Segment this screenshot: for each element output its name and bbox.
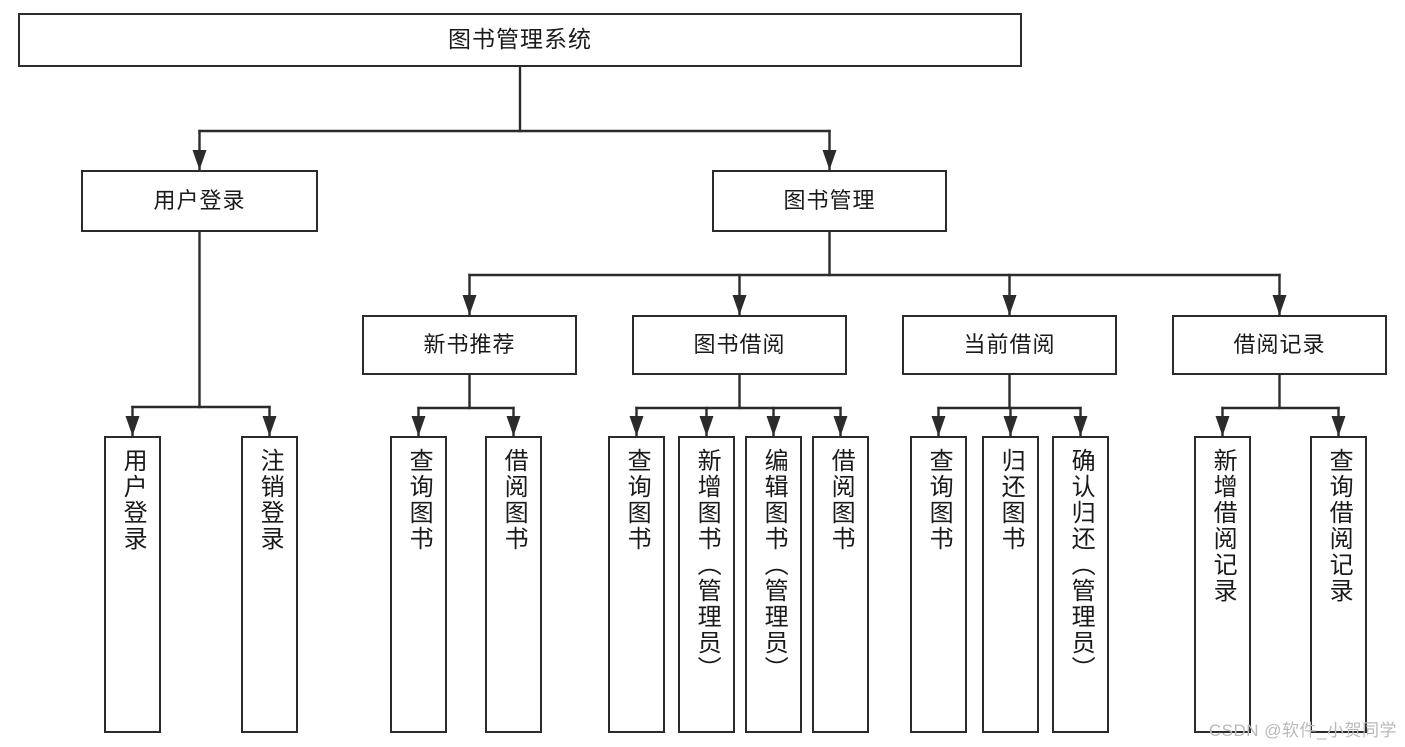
node-newbooks[interactable]: 新书推荐 [362,315,577,375]
node-label-leaf-nb-query: 查询图书 [405,448,433,552]
node-root[interactable]: 图书管理系统 [18,13,1022,67]
node-label-root: 图书管理系统 [448,26,592,53]
node-leaf-bl-add[interactable]: 新增借阅记录 [1194,436,1251,733]
node-label-borrowlog: 借阅记录 [1233,331,1326,357]
node-leaf-user-login[interactable]: 用户登录 [104,436,161,733]
node-label-leaf-bb-add: 新增图书（管理员） [693,448,721,682]
arrowhead-leaf-nb-borrow-icon [506,416,521,436]
arrowhead-leaf-user-login-icon [125,416,140,436]
node-leaf-cb-query[interactable]: 查询图书 [910,436,967,733]
node-currborrow[interactable]: 当前借阅 [902,315,1117,375]
arrowhead-leaf-bb-query-icon [629,416,644,436]
node-leaf-bl-query[interactable]: 查询借阅记录 [1310,436,1367,733]
arrowhead-newbooks-icon [462,295,477,315]
node-label-leaf-bb-edit: 编辑图书（管理员） [760,448,788,682]
node-login[interactable]: 用户登录 [81,170,318,232]
arrowhead-borrowbook-icon [732,295,747,315]
node-label-borrowbook: 图书借阅 [693,331,786,357]
arrowhead-leaf-cb-return-icon [1003,416,1018,436]
arrowhead-leaf-bb-add-icon [699,416,714,436]
node-label-leaf-bl-add: 新增借阅记录 [1209,448,1237,604]
node-leaf-bb-borrow[interactable]: 借阅图书 [812,436,869,733]
arrowhead-leaf-cb-query-icon [931,416,946,436]
arrowhead-leaf-bb-borrow-icon [833,416,848,436]
node-label-leaf-user-login: 用户登录 [119,448,147,552]
node-label-leaf-bb-query: 查询图书 [623,448,651,552]
arrowhead-borrowlog-icon [1272,295,1287,315]
node-borrowbook[interactable]: 图书借阅 [632,315,847,375]
node-label-leaf-bl-query: 查询借阅记录 [1325,448,1353,604]
node-leaf-user-logout[interactable]: 注销登录 [241,436,298,733]
arrowhead-currborrow-icon [1002,295,1017,315]
node-label-leaf-nb-borrow: 借阅图书 [500,448,528,552]
arrowhead-leaf-cb-confirm-icon [1073,416,1088,436]
node-borrowlog[interactable]: 借阅记录 [1172,315,1387,375]
node-leaf-cb-confirm[interactable]: 确认归还（管理员） [1052,436,1109,733]
node-leaf-nb-query[interactable]: 查询图书 [390,436,447,733]
arrowhead-leaf-user-logout-icon [262,416,277,436]
arrowhead-leaf-bb-edit-icon [766,416,781,436]
arrowhead-leaf-bl-query-icon [1331,416,1346,436]
arrowhead-leaf-bl-add-icon [1215,416,1230,436]
node-label-leaf-user-logout: 注销登录 [256,448,284,552]
node-label-leaf-cb-confirm: 确认归还（管理员） [1067,448,1095,682]
node-bookmgmt[interactable]: 图书管理 [712,170,947,232]
node-label-currborrow: 当前借阅 [963,331,1056,357]
node-label-bookmgmt: 图书管理 [783,187,876,213]
node-label-newbooks: 新书推荐 [423,331,516,357]
node-label-login: 用户登录 [153,187,246,213]
csdn-watermark: CSDN @软件_小贺同学 [1208,721,1397,740]
node-leaf-cb-return[interactable]: 归还图书 [982,436,1039,733]
node-leaf-bb-add[interactable]: 新增图书（管理员） [678,436,735,733]
node-label-leaf-cb-return: 归还图书 [997,448,1025,552]
node-leaf-bb-edit[interactable]: 编辑图书（管理员） [745,436,802,733]
arrowhead-leaf-nb-query-icon [411,416,426,436]
node-label-leaf-cb-query: 查询图书 [925,448,953,552]
node-label-leaf-bb-borrow: 借阅图书 [827,448,855,552]
node-leaf-nb-borrow[interactable]: 借阅图书 [485,436,542,733]
arrowhead-bookmgmt-icon [822,150,837,170]
node-leaf-bb-query[interactable]: 查询图书 [608,436,665,733]
arrowhead-login-icon [192,150,207,170]
